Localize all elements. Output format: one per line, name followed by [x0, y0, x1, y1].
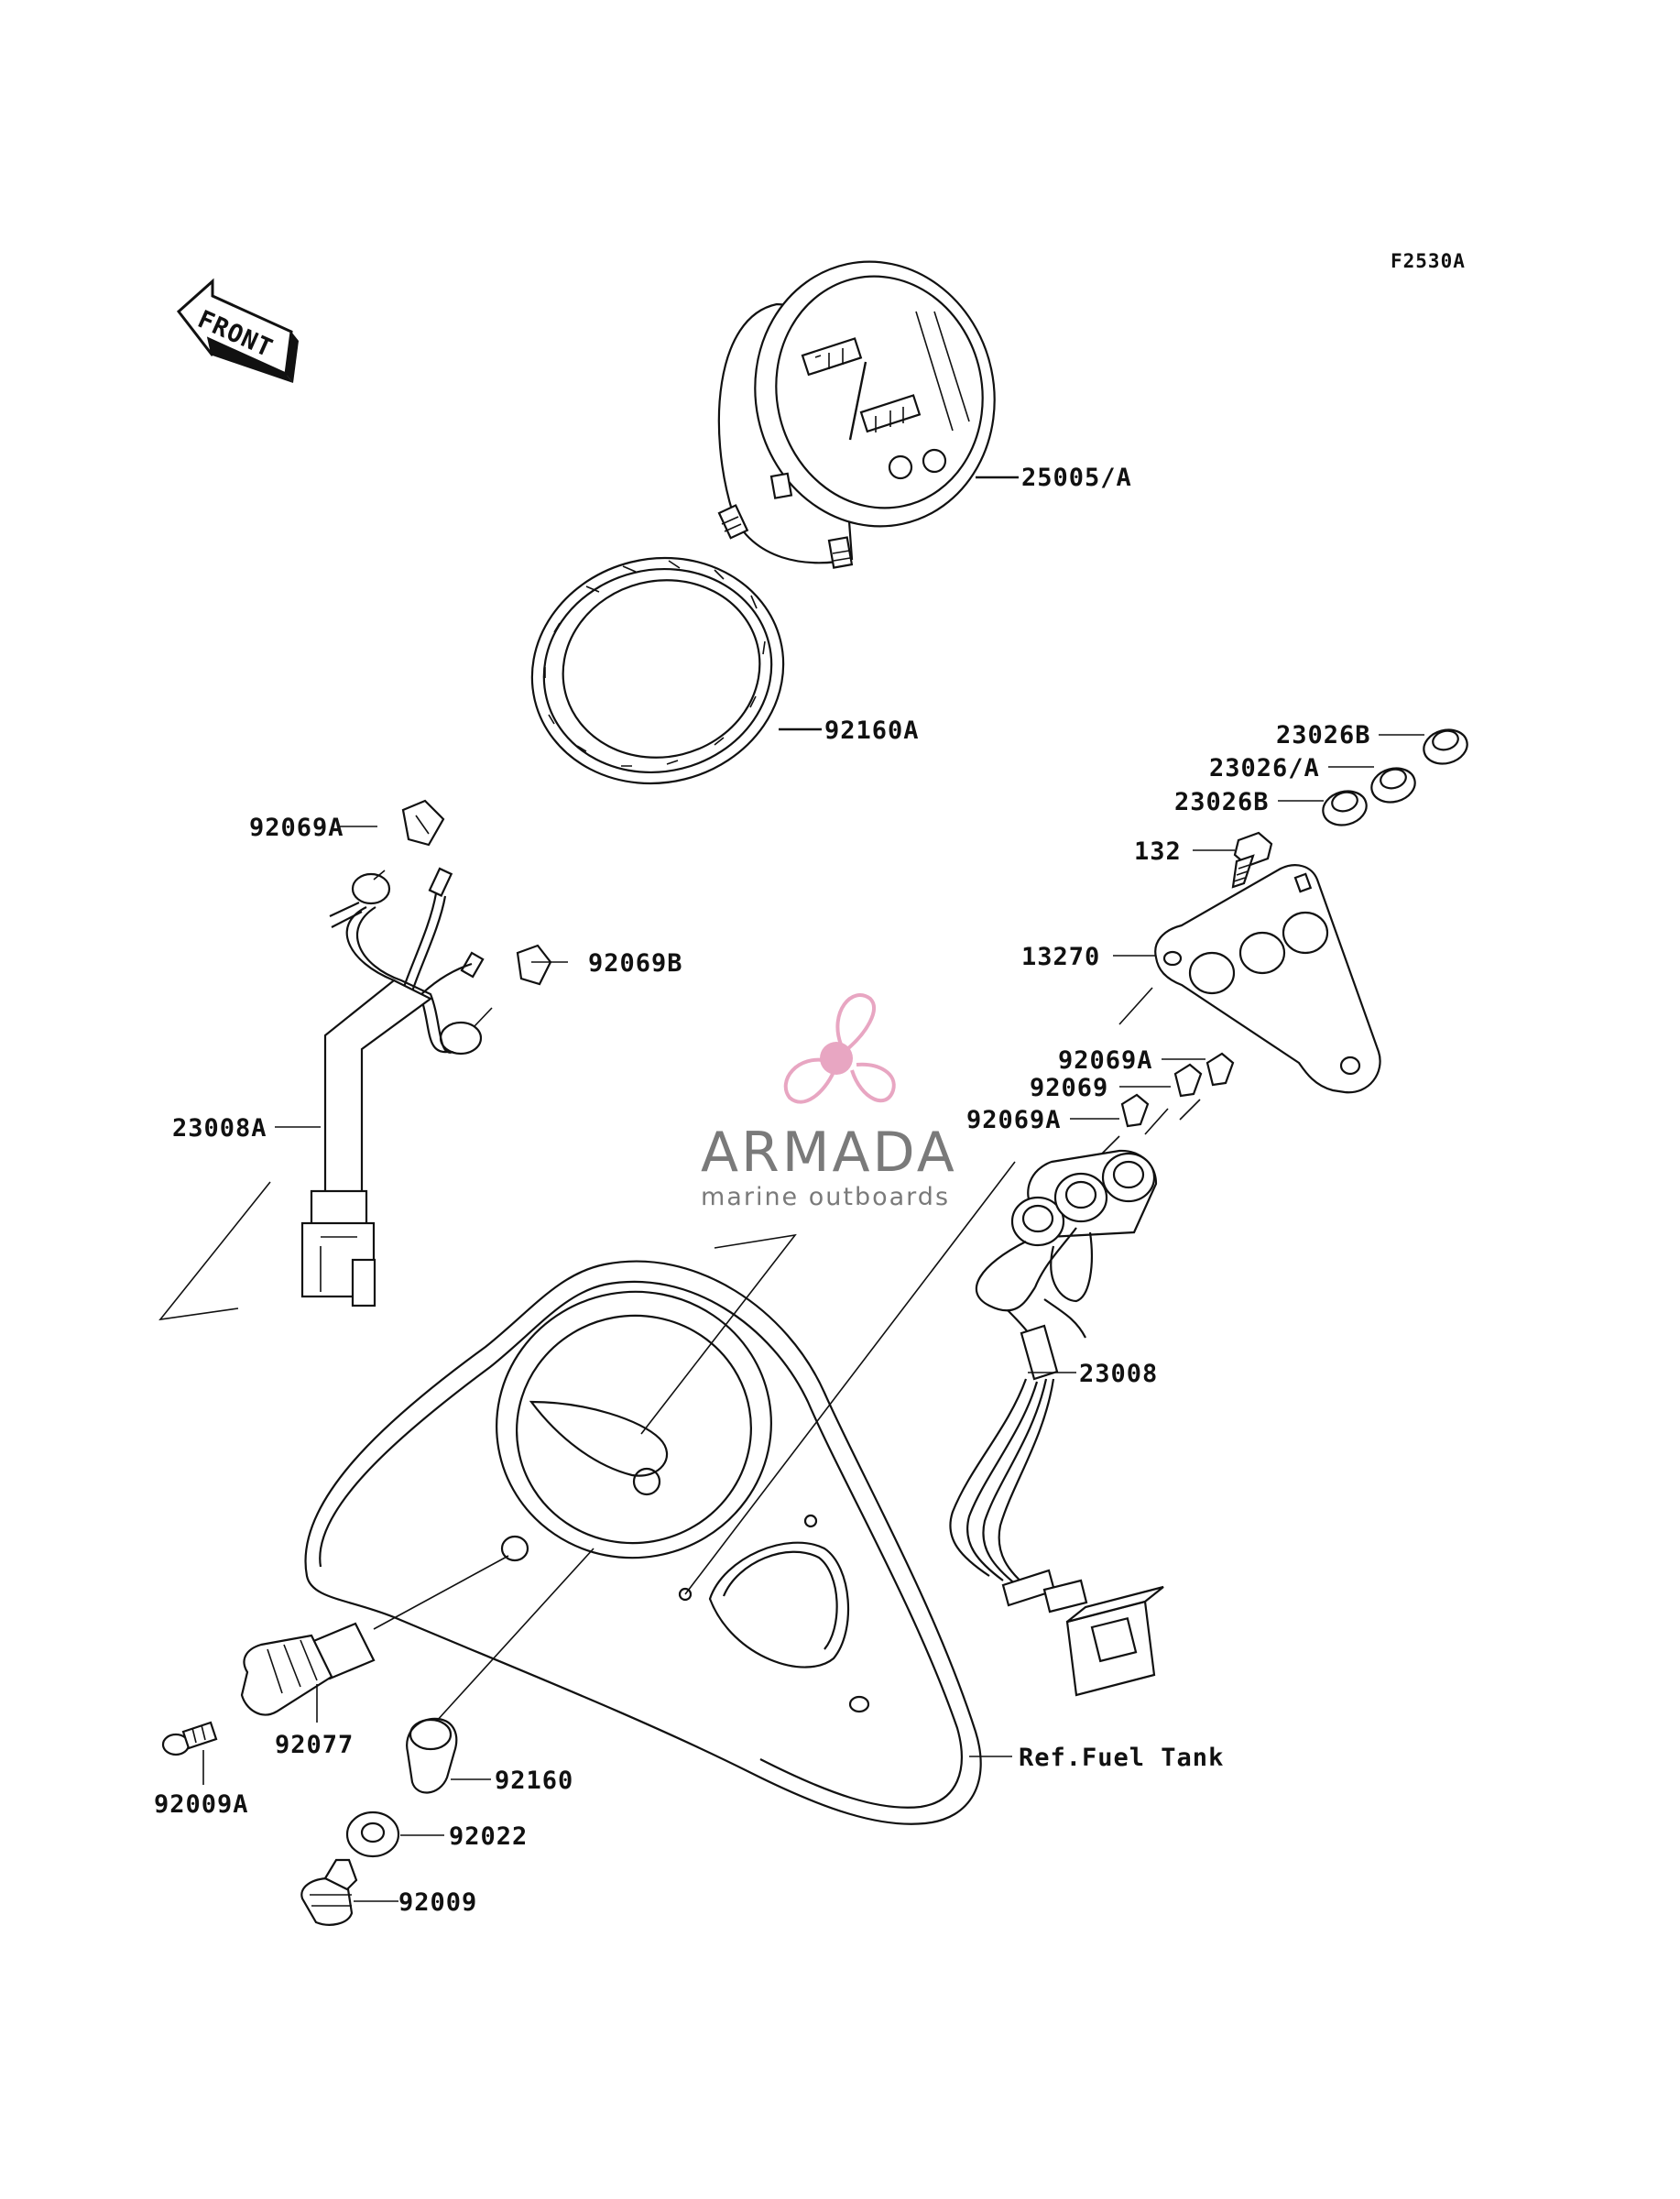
- bracket-part: [1113, 864, 1381, 1094]
- armada-logo: ARMADA marine outboards: [701, 993, 957, 1211]
- meter-assembly-part: [717, 260, 1019, 569]
- meter-ring-part: [530, 556, 822, 785]
- label-bulb-a-right-bottom: 92069A: [966, 1106, 1062, 1134]
- label-bulb-a-right-top: 92069A: [1058, 1046, 1153, 1075]
- label-harness: 23008: [1079, 1360, 1158, 1388]
- grommet-part: [406, 1717, 491, 1794]
- right-harness-part: [949, 1149, 1164, 1697]
- label-lamp-a: 23026/A: [1209, 754, 1320, 782]
- label-harness-a: 23008A: [172, 1114, 267, 1143]
- label-bolt: 92009: [398, 1888, 477, 1917]
- label-grommet: 92160: [495, 1767, 573, 1795]
- label-meter-assembly: 25005/A: [1021, 464, 1132, 492]
- front-arrow-icon: FRONT: [176, 278, 299, 383]
- label-meter-ring: 92160A: [824, 717, 920, 745]
- washer-part: [345, 1811, 444, 1858]
- label-screw: 92009A: [154, 1790, 249, 1819]
- screw-part: [161, 1721, 218, 1785]
- label-bulb-b: 92069B: [588, 949, 683, 978]
- label-fuel-tank-ref: Ref.Fuel Tank: [1019, 1744, 1224, 1772]
- meter-cover-part: [304, 1161, 1016, 1825]
- bolt-part: [300, 1858, 398, 1926]
- watermark-tagline: marine outboards: [701, 1183, 950, 1211]
- knob-part: [240, 1622, 376, 1723]
- label-lamp-b-bottom: 23026B: [1174, 788, 1270, 816]
- label-washer: 92022: [449, 1822, 528, 1851]
- label-bulb-right-mid: 92069: [1030, 1074, 1108, 1102]
- label-bolt-132: 132: [1134, 837, 1182, 866]
- indicator-lenses-part: [1278, 728, 1468, 826]
- label-knob: 92077: [275, 1731, 354, 1759]
- propeller-icon: [783, 993, 896, 1104]
- label-bulb-a-left: 92069A: [249, 814, 344, 842]
- left-harness-part: [158, 799, 568, 1321]
- bolt-132-part: [1193, 831, 1273, 889]
- diagram-code: F2530A: [1391, 250, 1466, 272]
- watermark-brand: ARMADA: [701, 1121, 957, 1185]
- right-bulbs-part: [1070, 1052, 1235, 1157]
- label-lamp-b-top: 23026B: [1276, 721, 1371, 749]
- label-bracket: 13270: [1021, 943, 1100, 971]
